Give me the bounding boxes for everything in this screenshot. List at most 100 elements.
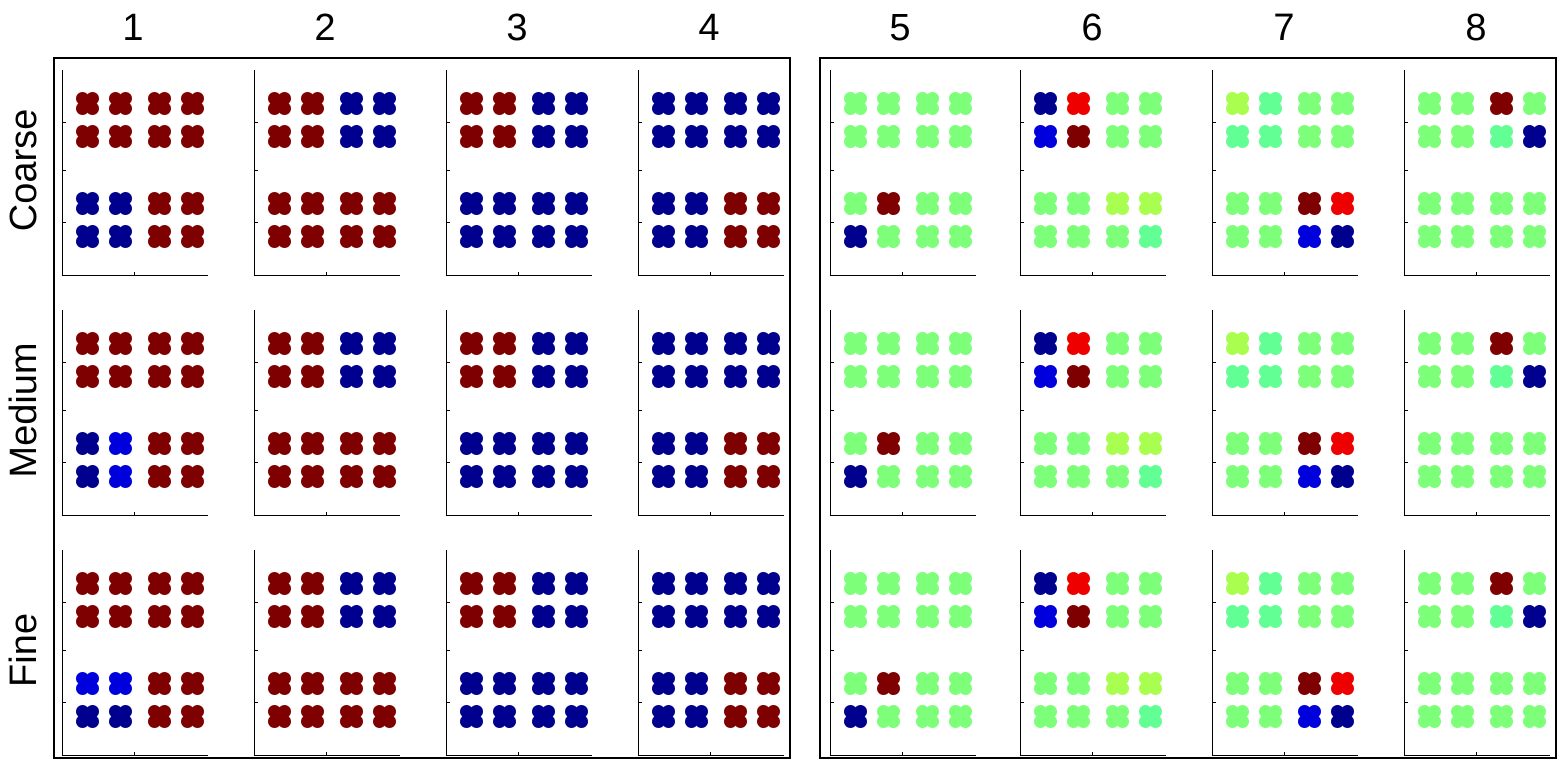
cluster-point: [916, 92, 939, 115]
y-tick: [254, 650, 258, 651]
column-label-7: 7: [1273, 7, 1295, 49]
cluster-point: [1490, 672, 1513, 695]
cluster-point: [1106, 125, 1129, 148]
cluster-point: [268, 92, 291, 115]
panel-fine-4: [638, 550, 784, 756]
panel-fine-3: [446, 550, 592, 756]
y-tick: [254, 362, 258, 363]
cluster-point: [460, 605, 483, 628]
y-tick: [1212, 170, 1216, 171]
cluster-point: [1139, 605, 1162, 628]
cluster-point: [1298, 705, 1321, 728]
y-tick: [830, 170, 834, 171]
y-tick: [1404, 410, 1408, 411]
cluster-point: [301, 672, 324, 695]
cluster-point: [1418, 705, 1441, 728]
cluster-point: [1067, 332, 1090, 355]
cluster-point: [844, 125, 867, 148]
cluster-point: [565, 572, 588, 595]
x-axis: [830, 515, 976, 516]
cluster-point: [844, 572, 867, 595]
cluster-point: [301, 125, 324, 148]
cluster-point: [301, 192, 324, 215]
cluster-point: [565, 465, 588, 488]
cluster-point: [109, 92, 132, 115]
y-tick: [254, 602, 258, 603]
cluster-point: [1298, 192, 1321, 215]
cluster-point: [148, 572, 171, 595]
cluster-point: [877, 192, 900, 215]
panel-medium-2: [254, 310, 400, 516]
y-axis: [1404, 310, 1405, 516]
cluster-point: [949, 125, 972, 148]
cluster-point: [685, 705, 708, 728]
cluster-point: [916, 465, 939, 488]
cluster-point: [877, 672, 900, 695]
cluster-point: [1226, 365, 1249, 388]
y-tick: [638, 122, 642, 123]
x-tick: [518, 752, 519, 756]
cluster-point: [1106, 672, 1129, 695]
cluster-point: [1451, 672, 1474, 695]
column-label-2: 2: [314, 7, 336, 49]
cluster-point: [1418, 332, 1441, 355]
cluster-point: [109, 605, 132, 628]
cluster-point: [148, 672, 171, 695]
cluster-point: [1067, 225, 1090, 248]
cluster-point: [685, 92, 708, 115]
cluster-point: [565, 432, 588, 455]
y-axis: [1020, 310, 1021, 516]
y-axis: [446, 70, 447, 276]
y-tick: [1212, 462, 1216, 463]
cluster-point: [1298, 605, 1321, 628]
cluster-point: [1226, 432, 1249, 455]
cluster-point: [1067, 572, 1090, 595]
y-axis: [446, 550, 447, 756]
column-label-1: 1: [122, 7, 144, 49]
cluster-point: [652, 432, 675, 455]
y-tick: [830, 702, 834, 703]
cluster-point: [1451, 365, 1474, 388]
panel-coarse-5: [830, 70, 976, 276]
y-tick: [254, 222, 258, 223]
panel-fine-5: [830, 550, 976, 756]
cluster-point: [652, 672, 675, 695]
cluster-point: [373, 192, 396, 215]
cluster-point: [1490, 365, 1513, 388]
cluster-point: [76, 605, 99, 628]
cluster-point: [1226, 125, 1249, 148]
cluster-point: [1139, 572, 1162, 595]
y-tick: [1212, 602, 1216, 603]
row-label-medium: Medium: [3, 342, 45, 478]
y-tick: [446, 222, 450, 223]
cluster-point: [373, 672, 396, 695]
y-axis: [1212, 550, 1213, 756]
y-axis: [62, 310, 63, 516]
cluster-point: [148, 192, 171, 215]
cluster-point: [268, 365, 291, 388]
panel-medium-6: [1020, 310, 1166, 516]
x-axis: [638, 275, 784, 276]
cluster-point: [148, 92, 171, 115]
cluster-point: [1139, 192, 1162, 215]
cluster-point: [724, 225, 747, 248]
cluster-point: [844, 225, 867, 248]
cluster-point: [1106, 705, 1129, 728]
cluster-point: [1523, 92, 1546, 115]
cluster-point: [1298, 225, 1321, 248]
cluster-point: [724, 572, 747, 595]
cluster-point: [1451, 572, 1474, 595]
cluster-point: [949, 192, 972, 215]
cluster-point: [1523, 125, 1546, 148]
cluster-point: [1106, 465, 1129, 488]
y-tick: [638, 170, 642, 171]
cluster-point: [949, 432, 972, 455]
x-tick: [326, 272, 327, 276]
y-tick: [62, 602, 66, 603]
cluster-point: [1139, 465, 1162, 488]
cluster-point: [1523, 365, 1546, 388]
cluster-point: [460, 705, 483, 728]
column-label-4: 4: [698, 7, 720, 49]
x-axis: [1212, 755, 1358, 756]
cluster-point: [1139, 672, 1162, 695]
